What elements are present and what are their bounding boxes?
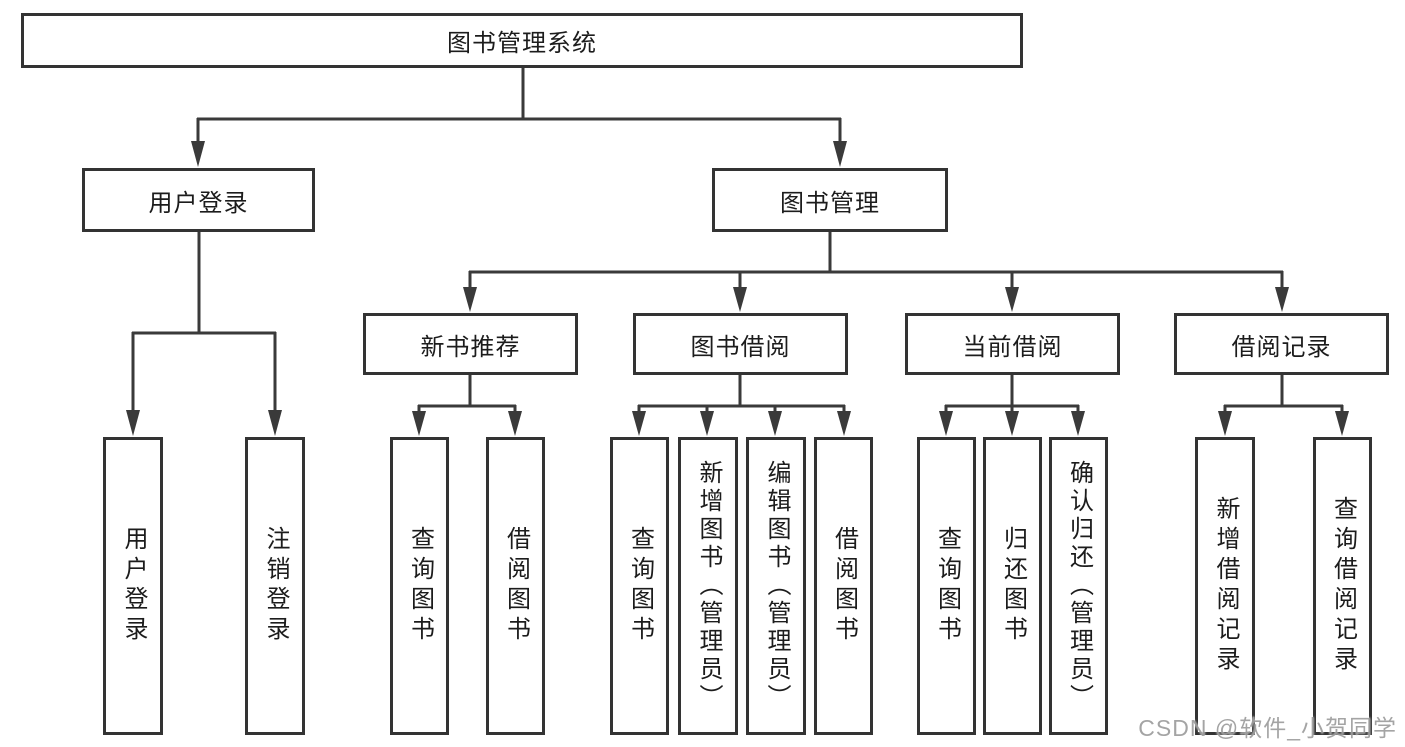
- node-label: 用户登录: [148, 189, 249, 217]
- node-label: 编辑图书（管理员）: [763, 460, 790, 712]
- node-label: 当前借阅: [962, 333, 1063, 361]
- arrow-down-icon: [939, 411, 953, 436]
- node-label: 借阅图书: [502, 526, 530, 646]
- node-label: 查询图书: [626, 526, 654, 646]
- arrow-down-icon: [768, 411, 782, 436]
- node-label: 新增借阅记录: [1212, 496, 1239, 676]
- node-label: 图书管理: [780, 189, 880, 217]
- leaf-recommend-borrow-books: 借阅图书: [486, 437, 545, 735]
- node-label: 确认归还（管理员）: [1065, 460, 1093, 712]
- arrow-down-icon: [733, 287, 747, 312]
- node-user-login: 用户登录: [82, 168, 315, 232]
- node-label: 图书借阅: [690, 333, 791, 361]
- arrow-down-icon: [1005, 287, 1019, 312]
- node-label: 新书推荐: [420, 333, 521, 361]
- arrow-down-icon: [837, 411, 851, 436]
- arrow-down-icon: [412, 411, 426, 436]
- leaf-recommend-query-books: 查询图书: [390, 437, 449, 735]
- leaf-user-login: 用户登录: [103, 437, 163, 735]
- arrow-down-icon: [833, 141, 847, 167]
- node-label: 借阅图书: [830, 526, 858, 646]
- node-label: 归还图书: [999, 526, 1027, 646]
- node-book-management: 图书管理: [712, 168, 948, 232]
- arrow-down-icon: [1335, 411, 1349, 436]
- leaf-borrow-query-books: 查询图书: [610, 437, 669, 735]
- arrow-down-icon: [126, 410, 140, 436]
- node-label: 查询借阅记录: [1329, 496, 1357, 676]
- node-root-system: 图书管理系统: [21, 13, 1023, 68]
- arrow-down-icon: [700, 411, 714, 436]
- node-label: 借阅记录: [1231, 333, 1332, 361]
- node-label: 注销登录: [262, 526, 289, 646]
- arrow-down-icon: [268, 410, 282, 436]
- connector-paths: [131, 68, 1344, 414]
- node-label: 用户登录: [120, 526, 147, 646]
- arrow-down-icon: [191, 141, 205, 167]
- leaf-borrow-books: 借阅图书: [814, 437, 873, 735]
- arrow-down-icon: [463, 287, 477, 312]
- arrow-down-icons: [126, 141, 1349, 436]
- node-borrow-records: 借阅记录: [1174, 313, 1389, 375]
- leaf-add-borrow-record: 新增借阅记录: [1195, 437, 1255, 735]
- node-label: 查询图书: [933, 526, 961, 646]
- leaf-edit-books-admin: 编辑图书（管理员）: [746, 437, 806, 735]
- arrow-down-icon: [508, 411, 522, 436]
- arrow-down-icon: [1005, 411, 1019, 436]
- node-current-borrow: 当前借阅: [905, 313, 1120, 375]
- node-new-book-recommend: 新书推荐: [363, 313, 578, 375]
- arrow-down-icon: [1275, 287, 1289, 312]
- arrow-down-icon: [632, 411, 646, 436]
- node-label: 图书管理系统: [447, 30, 597, 57]
- arrow-down-icon: [1071, 411, 1085, 436]
- node-label: 查询图书: [406, 526, 434, 646]
- leaf-query-borrow-record: 查询借阅记录: [1313, 437, 1372, 735]
- leaf-add-books-admin: 新增图书（管理员）: [678, 437, 738, 735]
- leaf-logout: 注销登录: [245, 437, 305, 735]
- node-label: 新增图书（管理员）: [695, 460, 722, 712]
- leaf-current-query-books: 查询图书: [917, 437, 976, 735]
- leaf-confirm-return-admin: 确认归还（管理员）: [1049, 437, 1108, 735]
- leaf-return-books: 归还图书: [983, 437, 1042, 735]
- node-book-borrow: 图书借阅: [633, 313, 848, 375]
- arrow-down-icon: [1218, 411, 1232, 436]
